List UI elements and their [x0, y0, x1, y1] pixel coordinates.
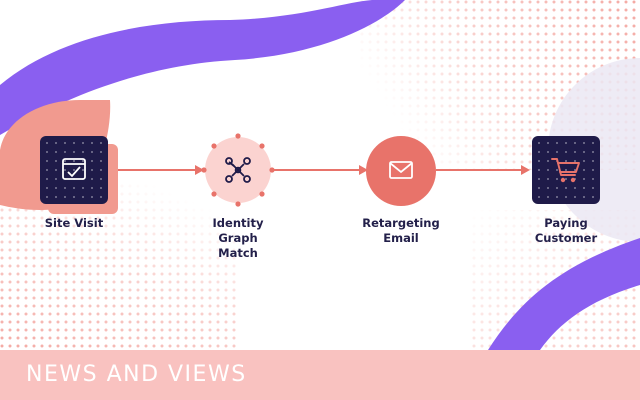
- browser-check-icon: [62, 158, 86, 180]
- purple-swoosh-top: [0, 0, 405, 135]
- retargeting-email-label: Retargeting Email: [362, 216, 440, 245]
- envelope-icon: [389, 161, 413, 179]
- footer-title: NEWS AND VIEWS: [26, 362, 247, 387]
- arrowhead-2: [359, 165, 368, 175]
- footer-band: NEWS AND VIEWS: [0, 350, 640, 400]
- arrowhead-1: [195, 165, 204, 175]
- paying-customer-node: [532, 136, 600, 204]
- shopping-cart-icon: [551, 158, 580, 183]
- identity-graph-node: [201, 133, 275, 207]
- retargeting-email-node: [366, 136, 436, 206]
- identity-graph-label: Identity Graph Match: [212, 216, 264, 260]
- network-graph-icon: [225, 157, 251, 183]
- arrowhead-3: [521, 165, 530, 175]
- site-visit-label: Site Visit: [44, 216, 104, 230]
- site-visit-node: [40, 136, 118, 214]
- purple-swoosh-bottom: [488, 238, 640, 350]
- paying-customer-label: Paying Customer: [534, 216, 598, 245]
